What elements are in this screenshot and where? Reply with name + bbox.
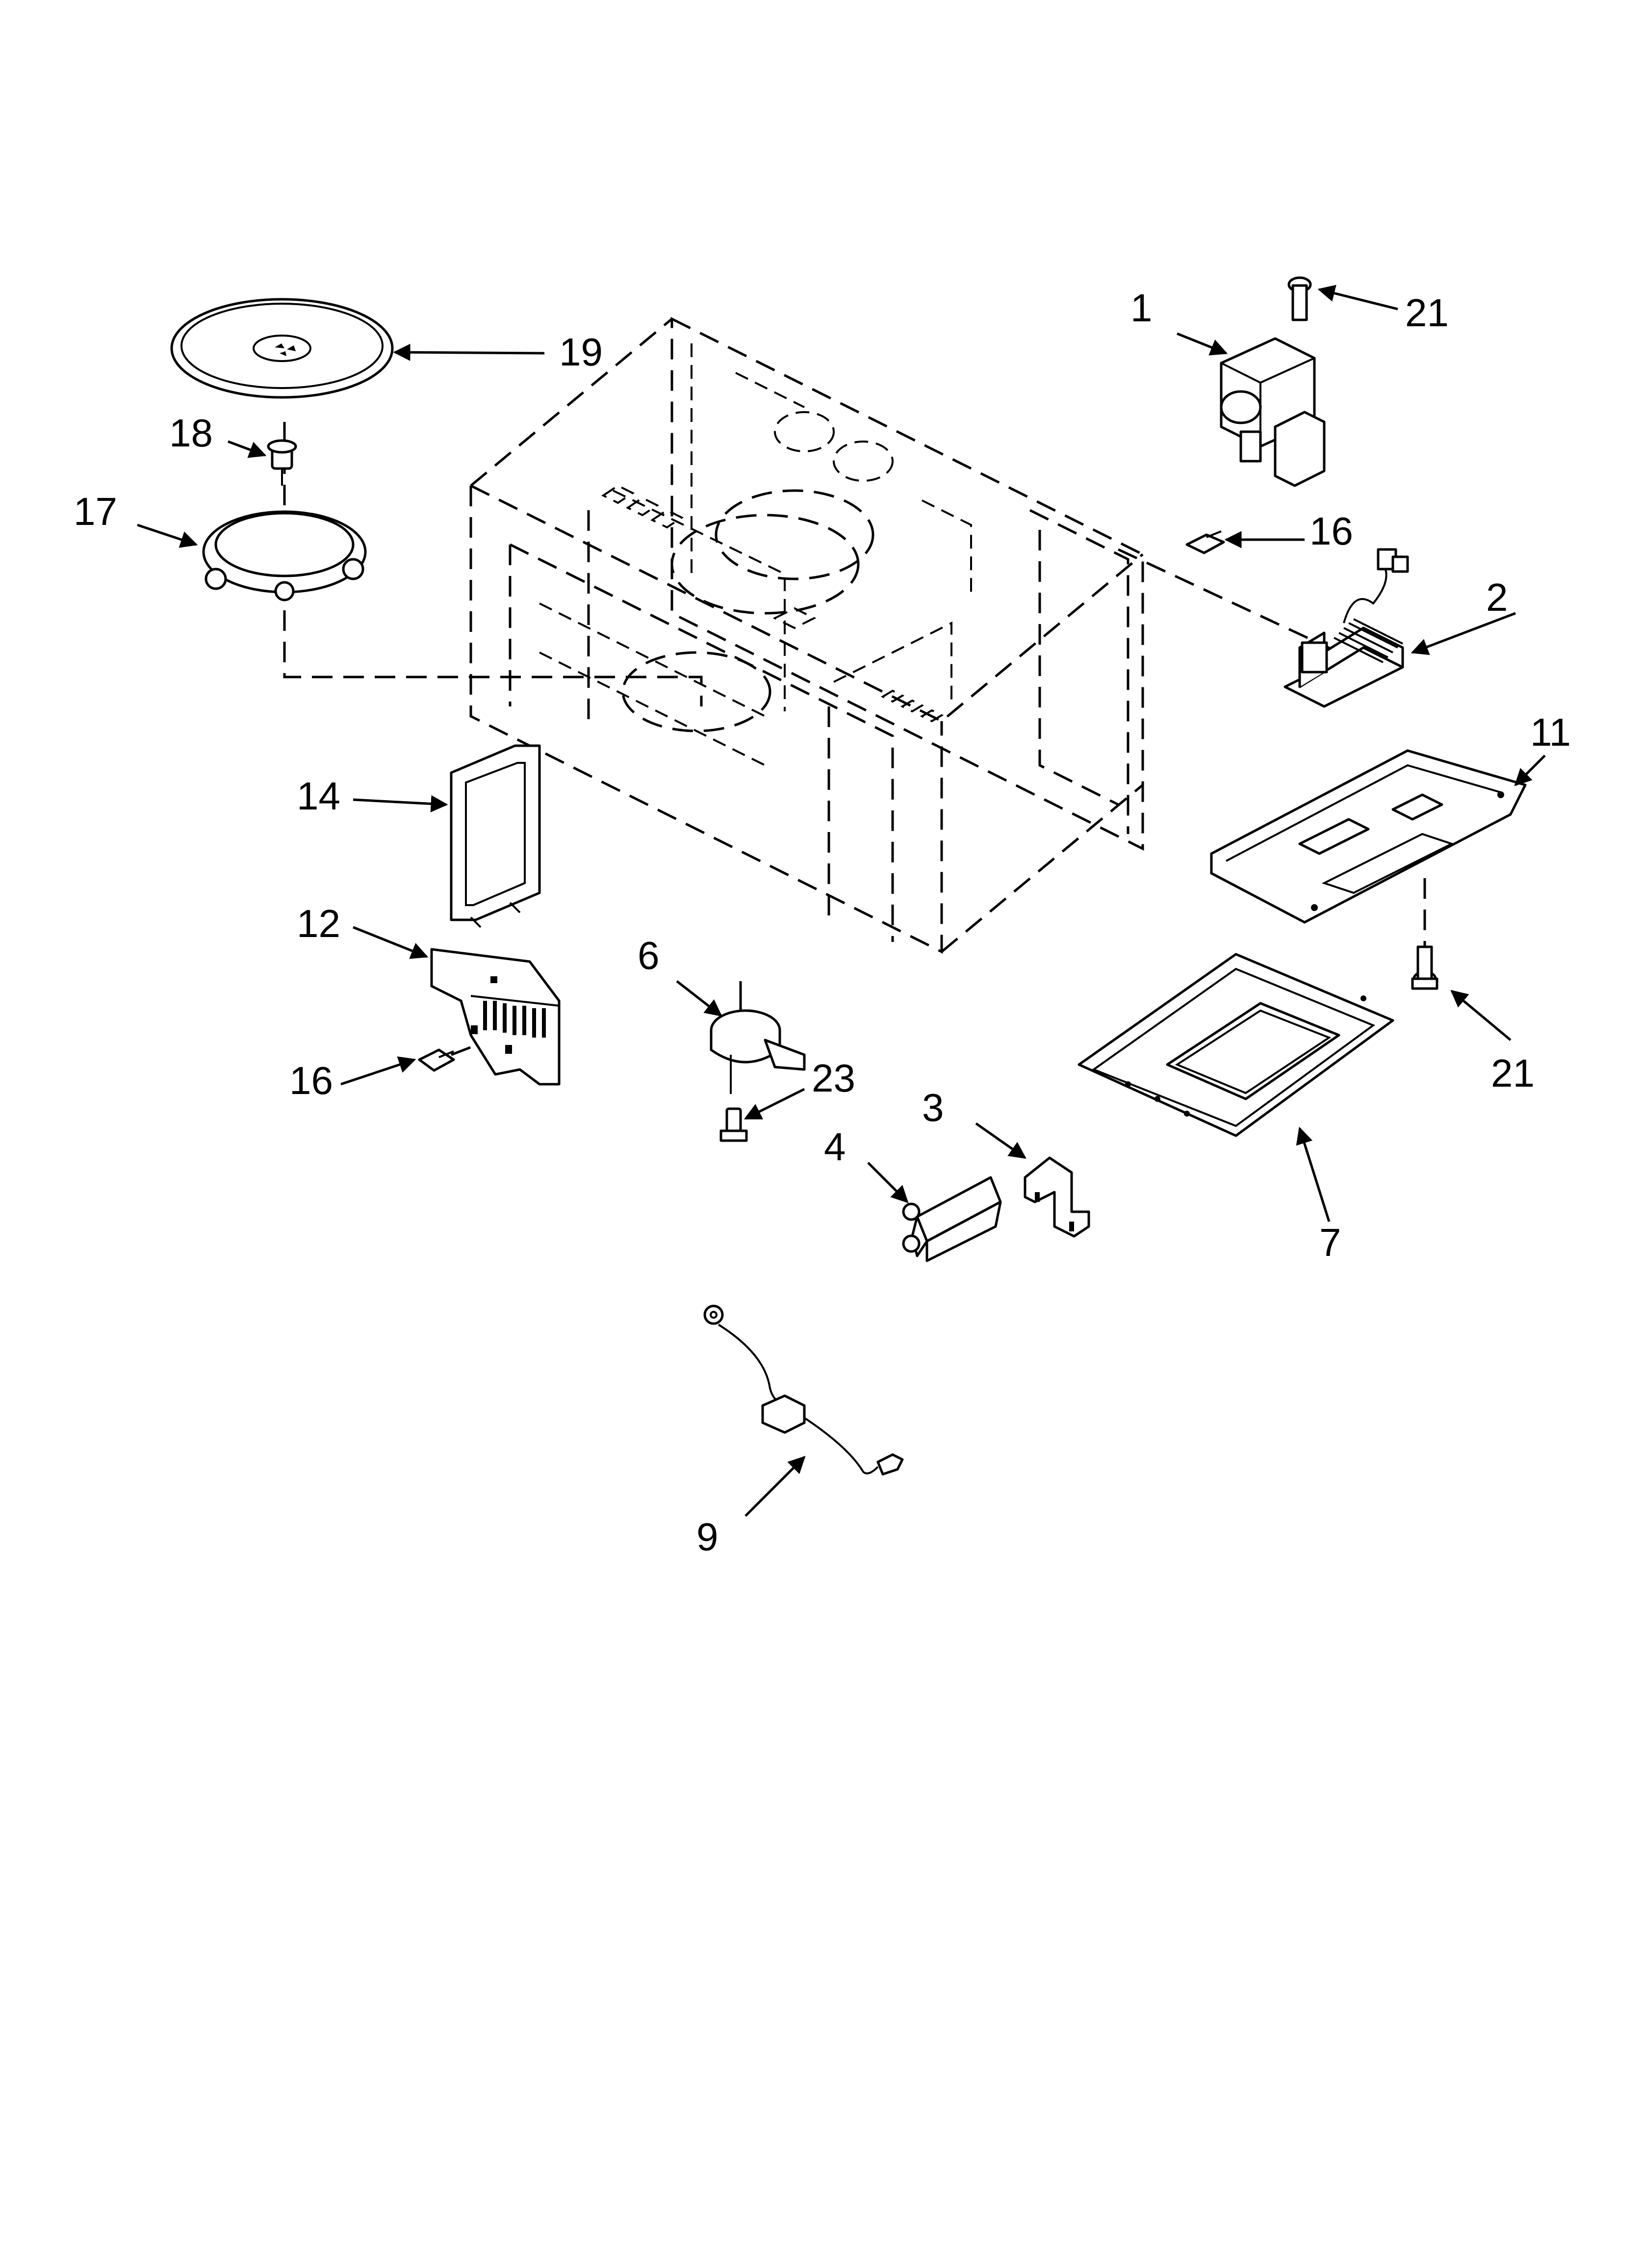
leader-lines	[137, 285, 1546, 1517]
coupler	[267, 439, 297, 486]
callout-1: 1	[1130, 286, 1153, 330]
roller-ring	[202, 510, 367, 601]
callout-16-left: 16	[289, 1059, 333, 1102]
callout-14: 14	[297, 774, 340, 818]
callout-9: 9	[696, 1515, 718, 1559]
magnetron	[1220, 337, 1326, 487]
transformer	[1283, 548, 1409, 708]
screw-21-top	[1287, 276, 1312, 321]
screw-16-right	[1185, 530, 1225, 554]
callout-12: 12	[297, 902, 340, 945]
callout-18: 18	[169, 411, 213, 455]
callout-2: 2	[1486, 575, 1508, 619]
capacitor-bracket	[1024, 1156, 1090, 1238]
waveguide-cover-gasket	[450, 744, 541, 928]
screw-23	[719, 1107, 748, 1142]
callout-6: 6	[638, 934, 660, 977]
capacitor	[902, 1176, 1002, 1262]
callout-23: 23	[812, 1056, 855, 1100]
callout-19: 19	[559, 330, 603, 374]
component-plate	[1210, 749, 1527, 924]
callout-21-top: 21	[1405, 291, 1449, 335]
screw-21-bottom	[1411, 945, 1438, 990]
callout-16-right: 16	[1309, 509, 1353, 553]
glass-tray	[170, 298, 394, 399]
turntable-motor	[710, 981, 806, 1094]
screw-16-left	[418, 1048, 455, 1072]
ground-wire	[703, 1304, 904, 1476]
callout-7: 7	[1319, 1221, 1341, 1264]
bottom-plate	[1078, 953, 1394, 1137]
callout-4: 4	[824, 1125, 846, 1169]
callout-17: 17	[74, 490, 117, 533]
transformer-plate-line	[1117, 548, 1340, 654]
cover-plate	[430, 948, 561, 1086]
cavity-outline	[469, 316, 1144, 954]
callout-21-bottom: 21	[1491, 1051, 1535, 1095]
callout-3: 3	[922, 1086, 944, 1129]
callout-11: 11	[1530, 710, 1571, 754]
callout-numbers: 19 18 17 14 12 16 6 23 4 3 7 9 2 11 16 1…	[74, 286, 1571, 1559]
